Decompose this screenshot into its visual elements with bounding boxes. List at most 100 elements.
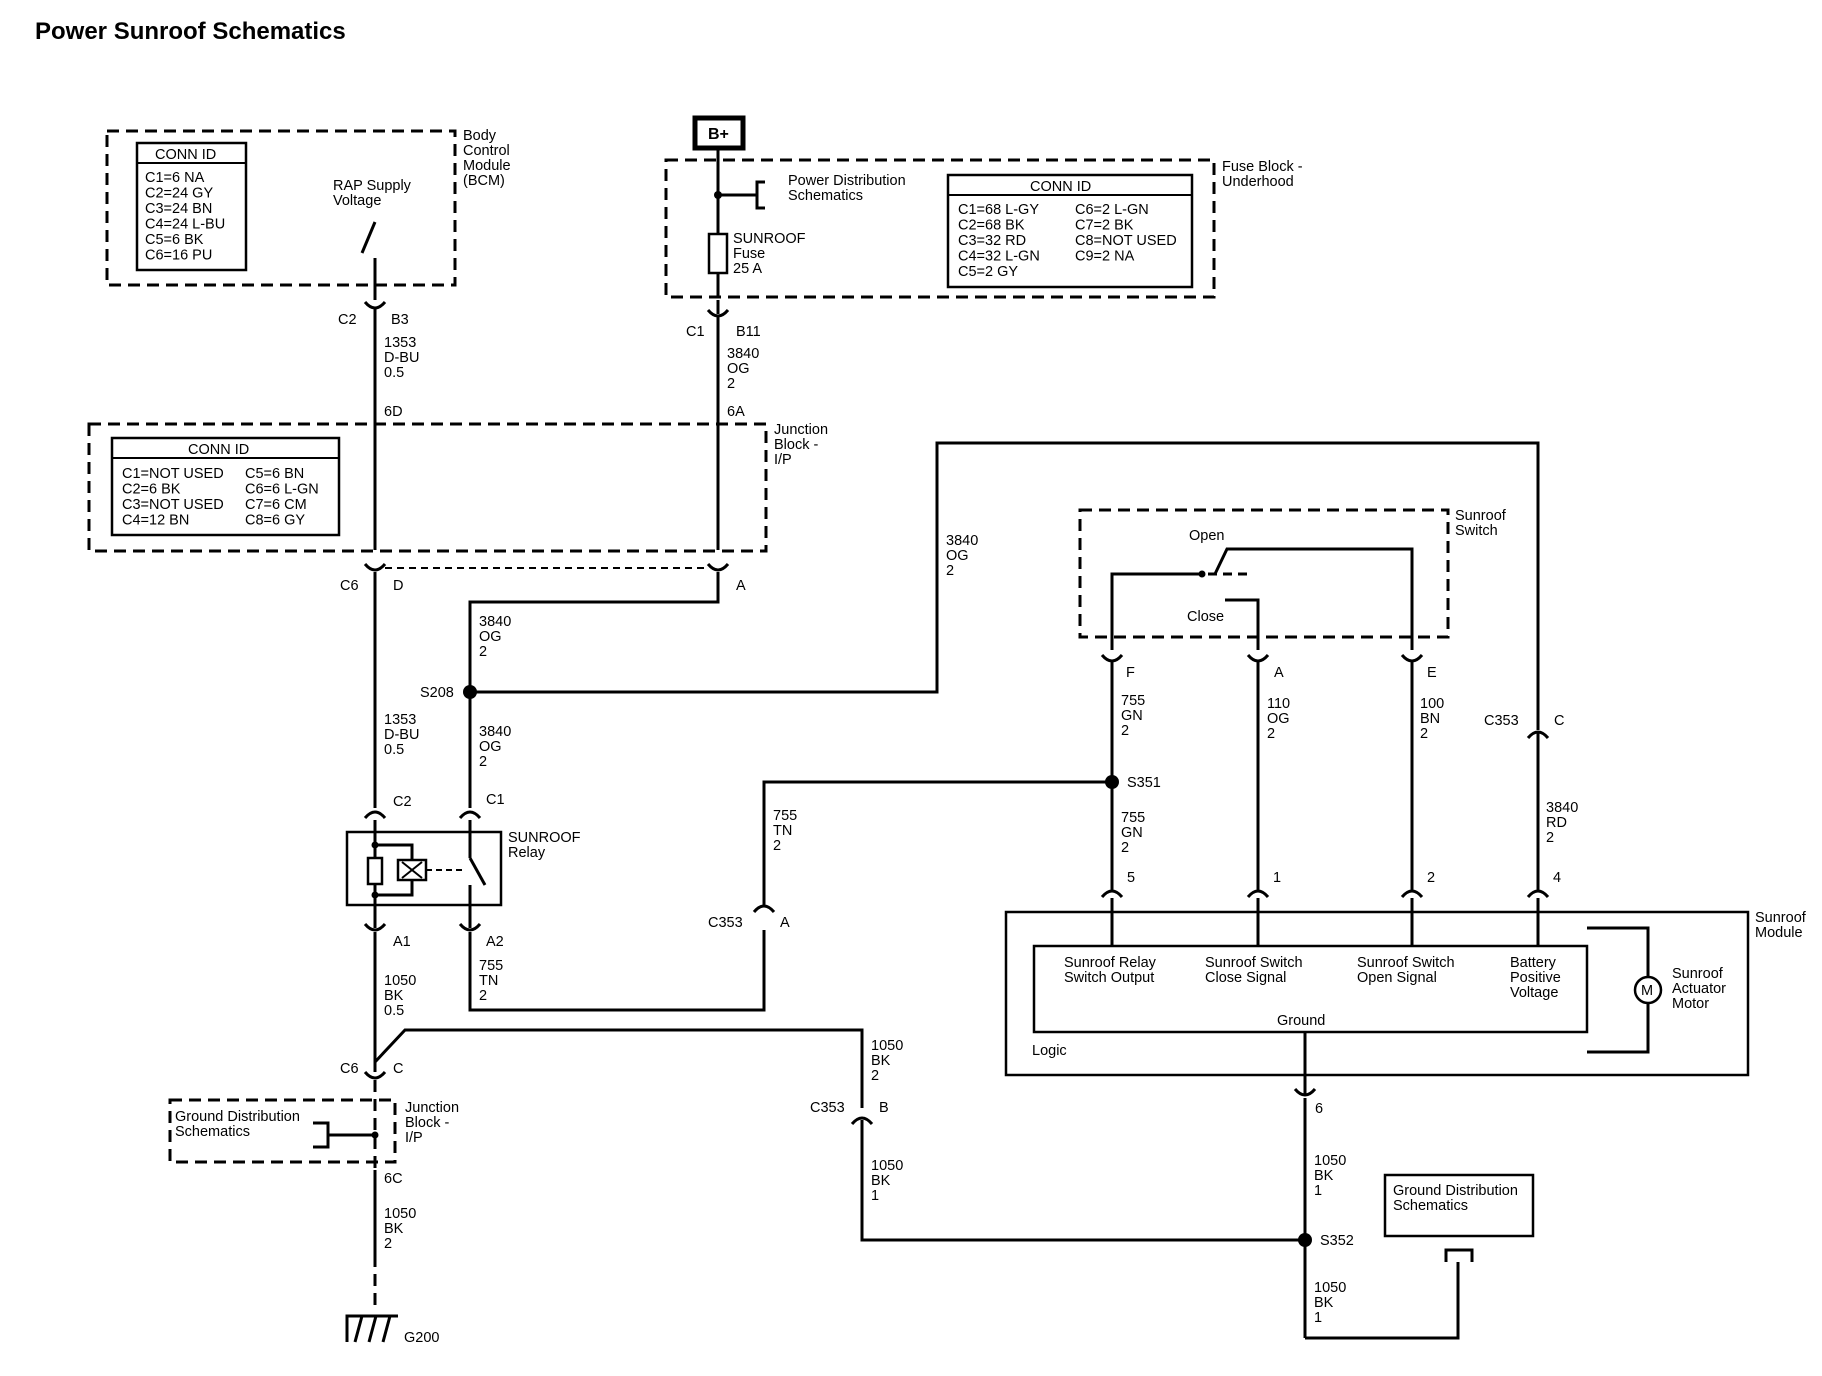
fuse-block-b11-label: B11 — [736, 324, 761, 340]
wire-755-tn-to-s351 — [762, 780, 1112, 906]
ground-g200-symbol — [345, 1314, 398, 1343]
wire-1050-b-to-s352 — [860, 1120, 1305, 1242]
c353-a-pin-label: A — [780, 915, 790, 931]
fuse-block-label: Fuse Block - Underhood — [1222, 159, 1307, 190]
splice-s352-label: S352 — [1320, 1233, 1354, 1249]
rap-supply-label: RAP Supply Voltage — [333, 178, 415, 209]
wire-110-og-label: 110 OG 2 — [1267, 696, 1294, 742]
sunroof-module-label: Sunroof Module — [1755, 910, 1810, 941]
module-logic-box — [1032, 944, 1589, 1034]
wire-1050-module-ground-label: 1050 BK 1 — [1314, 1153, 1350, 1199]
lower-c6-label: C6 — [340, 1061, 359, 1077]
wire-1050-to-ground-ref — [1305, 1262, 1460, 1340]
module-logic-label: Logic — [1032, 1043, 1067, 1059]
wire-1050-s352-label: 1050 BK 1 — [1314, 1280, 1350, 1326]
wire-755-a2 — [468, 930, 766, 1012]
wire-755-gn-module-label: 755 GN 2 — [1121, 810, 1149, 856]
ground-ref-right-bracket — [1444, 1248, 1474, 1262]
module-input-relay-output: Sunroof Relay Switch Output — [1064, 955, 1160, 986]
junction-a-label: A — [736, 578, 746, 594]
junction-block-6d-label: 6D — [384, 404, 403, 420]
wire-3840-loop-label: 3840 OG 2 — [946, 533, 982, 579]
module-pin-4-label: 4 — [1553, 870, 1561, 886]
bcm-label: Body Control Module (BCM) — [463, 128, 515, 189]
wire-755-tn-label: 755 TN 2 — [773, 808, 801, 854]
switch-close-label: Close — [1187, 609, 1224, 625]
sunroof-switch-contacts — [1110, 547, 1414, 650]
wire-1050-c-label: 1050 BK 2 — [871, 1038, 907, 1084]
relay-a2-label: A2 — [486, 934, 504, 950]
junction-block-conn-id-table — [110, 436, 341, 537]
fuse-block-conn-id-table — [946, 173, 1194, 289]
wire-1050-c-to-s352 — [373, 1028, 864, 1108]
wire-3840-a-label: 3840 OG 2 — [479, 614, 515, 660]
relay-c1-label: C1 — [486, 792, 505, 808]
relay-a1-connector-symbol — [363, 922, 387, 932]
lower-junction-block-label: Junction Block - I/P — [405, 1100, 463, 1146]
sunroof-fuse-symbol — [707, 232, 729, 275]
rap-switch-symbol — [360, 221, 377, 300]
bplus-label: B+ — [708, 126, 729, 143]
junction-a-connector-symbol — [706, 562, 730, 572]
bcm-b3-label: B3 — [391, 312, 409, 328]
fuse-block-conn-id-right: C6=2 L-GN C7=2 BK C8=NOT USED C9=2 NA — [1075, 202, 1181, 265]
bcm-c2-label: C2 — [338, 312, 357, 328]
module-ground-label: Ground — [1277, 1013, 1325, 1029]
bcm-conn-id-table — [135, 141, 248, 272]
switch-e-label: E — [1427, 665, 1437, 681]
junction-block-boundary — [87, 422, 768, 553]
ground-g200-label: G200 — [404, 1330, 439, 1346]
module-pin-5-label: 5 — [1127, 870, 1135, 886]
splice-s351-label: S351 — [1127, 775, 1161, 791]
wire-100-bn-label: 100 BN 2 — [1420, 696, 1448, 742]
module-ground-pin-6-label: 6 — [1315, 1101, 1323, 1117]
wire-3840-rd-label: 3840 RD 2 — [1546, 800, 1582, 846]
module-pin-2-label: 2 — [1427, 870, 1435, 886]
c353-c-pin-label: C — [1554, 713, 1564, 729]
module-pin-5-connector-symbol — [1100, 889, 1124, 899]
page-title: Power Sunroof Schematics — [35, 18, 346, 45]
junction-c6-label: C6 — [340, 578, 359, 594]
module-input-battery-positive: Battery Positive Voltage — [1510, 955, 1565, 1001]
junction-block-conn-id-title: CONN ID — [188, 442, 249, 458]
junction-block-conn-id-right: C5=6 BN C6=6 L-GN C7=6 CM C8=6 GY — [245, 466, 323, 529]
module-input-open-signal: Sunroof Switch Open Signal — [1357, 955, 1459, 986]
power-distribution-ref-bracket — [718, 180, 765, 210]
module-input-close-signal: Sunroof Switch Close Signal — [1205, 955, 1307, 986]
c353-b-pin-label: B — [879, 1100, 889, 1116]
sunroof-relay-label: SUNROOF Relay — [508, 830, 585, 861]
junction-block-6a-label: 6A — [727, 404, 745, 420]
relay-internals — [366, 820, 487, 928]
relay-c1-connector-symbol — [458, 810, 482, 820]
switch-a-label: A — [1274, 665, 1284, 681]
relay-c2-label: C2 — [393, 794, 412, 810]
relay-a2-connector-symbol — [458, 922, 482, 932]
lower-junction-block-boundary — [168, 1098, 397, 1164]
bcm-conn-id-list: C1=6 NA C2=24 GY C3=24 BN C4=24 L-BU C5=… — [145, 170, 229, 264]
sunroof-switch-label: Sunroof Switch — [1455, 508, 1510, 539]
fuse-block-conn-id-title: CONN ID — [1030, 179, 1091, 195]
c353-c-name-label: C353 — [1484, 713, 1519, 729]
c353-b-connector-symbol — [850, 1116, 874, 1126]
module-pin-1-label: 1 — [1273, 870, 1281, 886]
splice-s208-label: S208 — [420, 685, 454, 701]
c6-c-connector-symbol — [363, 1062, 387, 1080]
module-ground-pin-6-connector-symbol — [1293, 1087, 1317, 1097]
junction-c6-d-connector-symbol — [363, 562, 387, 572]
motor-symbol-label: M — [1641, 983, 1653, 999]
power-distribution-ref: Power Distribution Schematics — [788, 173, 910, 204]
switch-open-label: Open — [1189, 528, 1224, 544]
fuse-block-conn-id-left: C1=68 L-GY C2=68 BK C3=32 RD C4=32 L-GN … — [958, 202, 1044, 280]
bcm-conn-id-title: CONN ID — [155, 147, 216, 163]
lower-c-label: C — [393, 1061, 403, 1077]
wire-3840-fuse-label: 3840 OG 2 — [727, 346, 763, 392]
sunroof-fuse-label: SUNROOF Fuse 25 A — [733, 231, 810, 277]
switch-a-connector-symbol — [1246, 653, 1270, 663]
fuse-block-boundary — [664, 158, 1216, 299]
bcm-boundary — [105, 129, 457, 287]
ground-distribution-ref-right: Ground Distribution Schematics — [1393, 1183, 1522, 1214]
switch-f-label: F — [1126, 665, 1135, 681]
lower-6c-label: 6C — [384, 1171, 403, 1187]
relay-c2-connector-symbol — [363, 810, 387, 820]
